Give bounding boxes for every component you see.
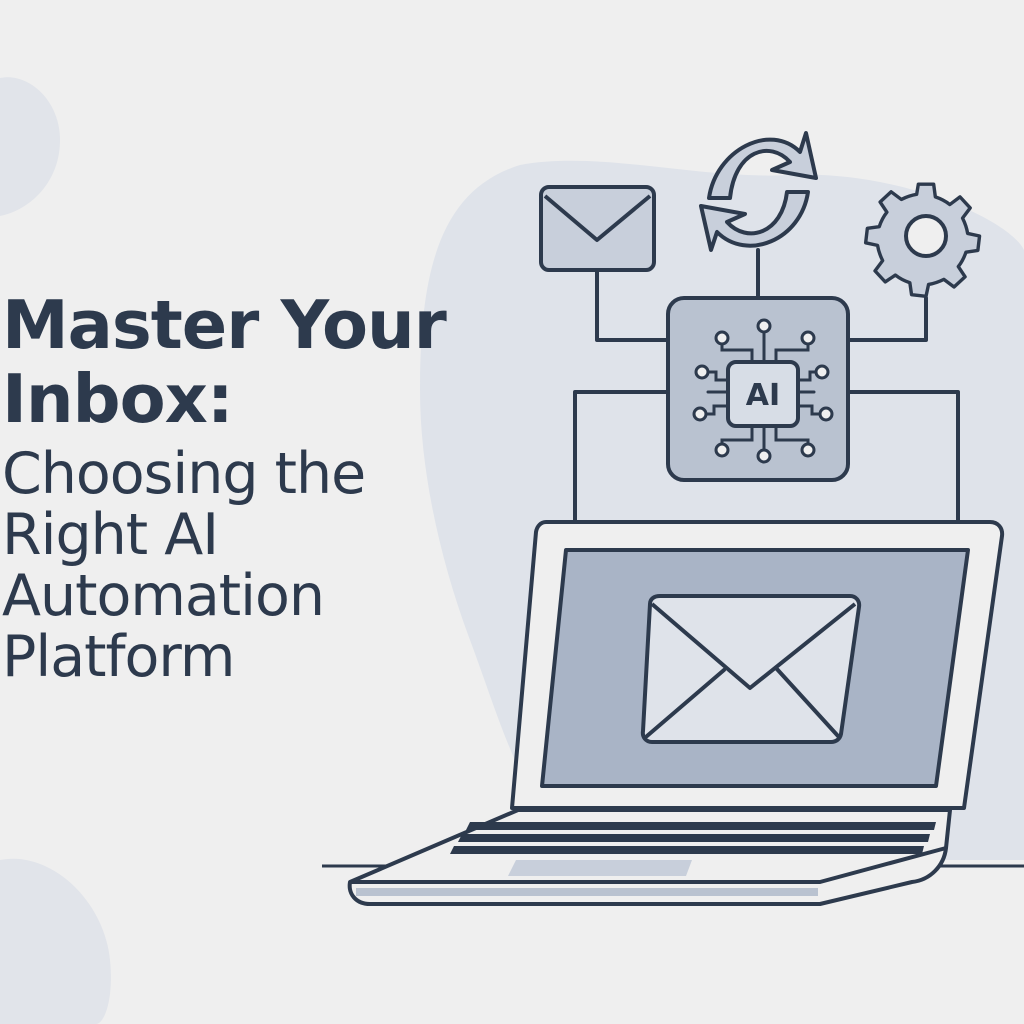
ai-chip-label: AI <box>746 378 780 413</box>
subtitle-line-1: Choosing the <box>2 441 366 507</box>
gear-icon <box>863 182 982 299</box>
subtitle-line-2: Right AI <box>2 502 219 568</box>
left-blob-top <box>0 77 60 216</box>
title-block: Master Your Inbox: Choosing the Right AI… <box>2 288 462 688</box>
keyboard <box>450 822 936 854</box>
left-blob-bottom <box>0 858 111 1024</box>
laptop-icon <box>347 520 1005 906</box>
touchpad <box>508 860 692 876</box>
headline-line-1: Master Your <box>2 286 447 364</box>
refresh-icon <box>699 131 818 252</box>
connector-lines <box>573 248 960 524</box>
envelope-icon <box>539 185 656 272</box>
screen-envelope-icon <box>640 594 862 744</box>
ai-chip-icon: AI <box>666 296 850 482</box>
headline-line-2: Inbox: <box>2 360 234 438</box>
subtitle-line-4: Platform <box>2 624 235 690</box>
subtitle-line-3: Automation <box>2 563 325 629</box>
